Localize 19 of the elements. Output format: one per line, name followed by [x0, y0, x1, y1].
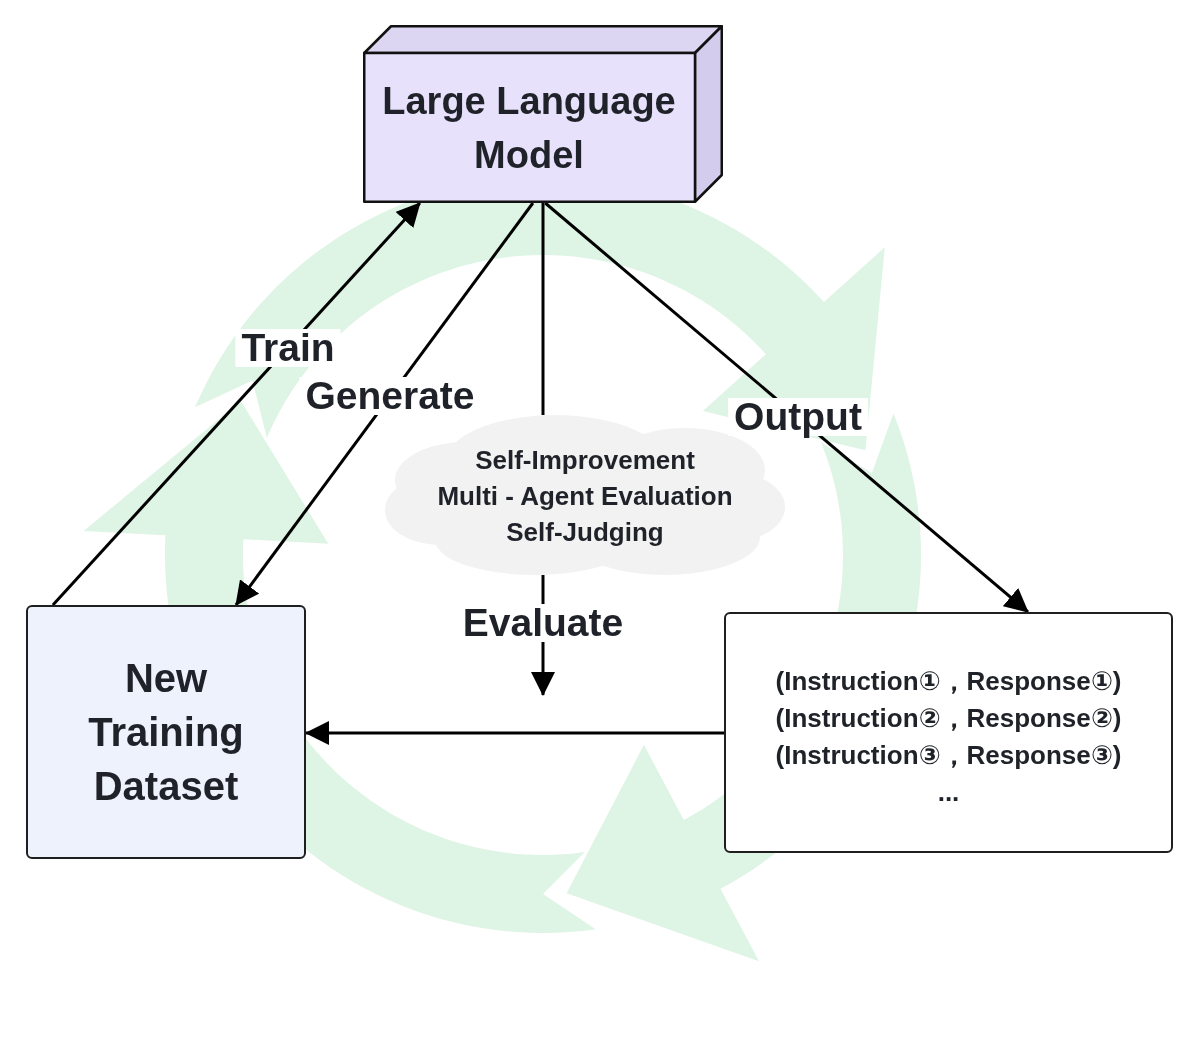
- list-item: (Instruction③，Response③): [775, 738, 1122, 772]
- connector-line: [541, 203, 545, 415]
- arrow: [51, 202, 421, 606]
- arrow: [544, 201, 1029, 614]
- 3d-box: [363, 25, 723, 203]
- cloud-label: Self-Judging: [506, 516, 664, 549]
- edge-label: Train: [235, 329, 341, 367]
- list-item: (Instruction①，Response①): [775, 664, 1122, 698]
- node-label: Large Language Model: [381, 79, 677, 178]
- list-box: [724, 612, 1173, 853]
- arrow: [305, 721, 724, 745]
- process-box: [26, 605, 306, 859]
- cloud-label: Self-Improvement: [475, 444, 695, 477]
- list-item: ...: [937, 775, 960, 809]
- cloud-label: Multi - Agent Evaluation: [437, 480, 733, 513]
- node-label: New Training Dataset: [87, 655, 245, 810]
- arrow: [234, 202, 535, 606]
- edge-label: Output: [728, 398, 868, 436]
- list-item: (Instruction②，Response②): [775, 701, 1122, 735]
